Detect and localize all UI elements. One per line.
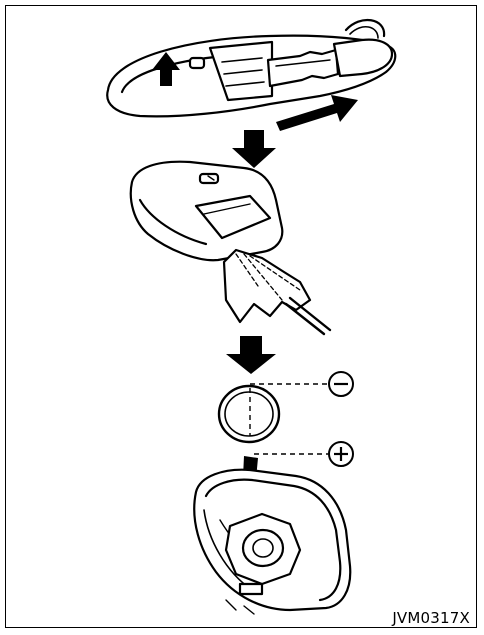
coin-battery (219, 386, 279, 442)
figure-code: JVM0317X (392, 609, 470, 627)
fob-case-open (194, 470, 350, 614)
fob-open-with-screwdriver (131, 162, 330, 334)
down-arrow-icon (232, 130, 276, 168)
up-arrow-icon (152, 52, 180, 86)
down-arrow-icon (226, 336, 276, 374)
minus-symbol-icon (329, 372, 353, 396)
plus-symbol-icon (329, 442, 353, 466)
